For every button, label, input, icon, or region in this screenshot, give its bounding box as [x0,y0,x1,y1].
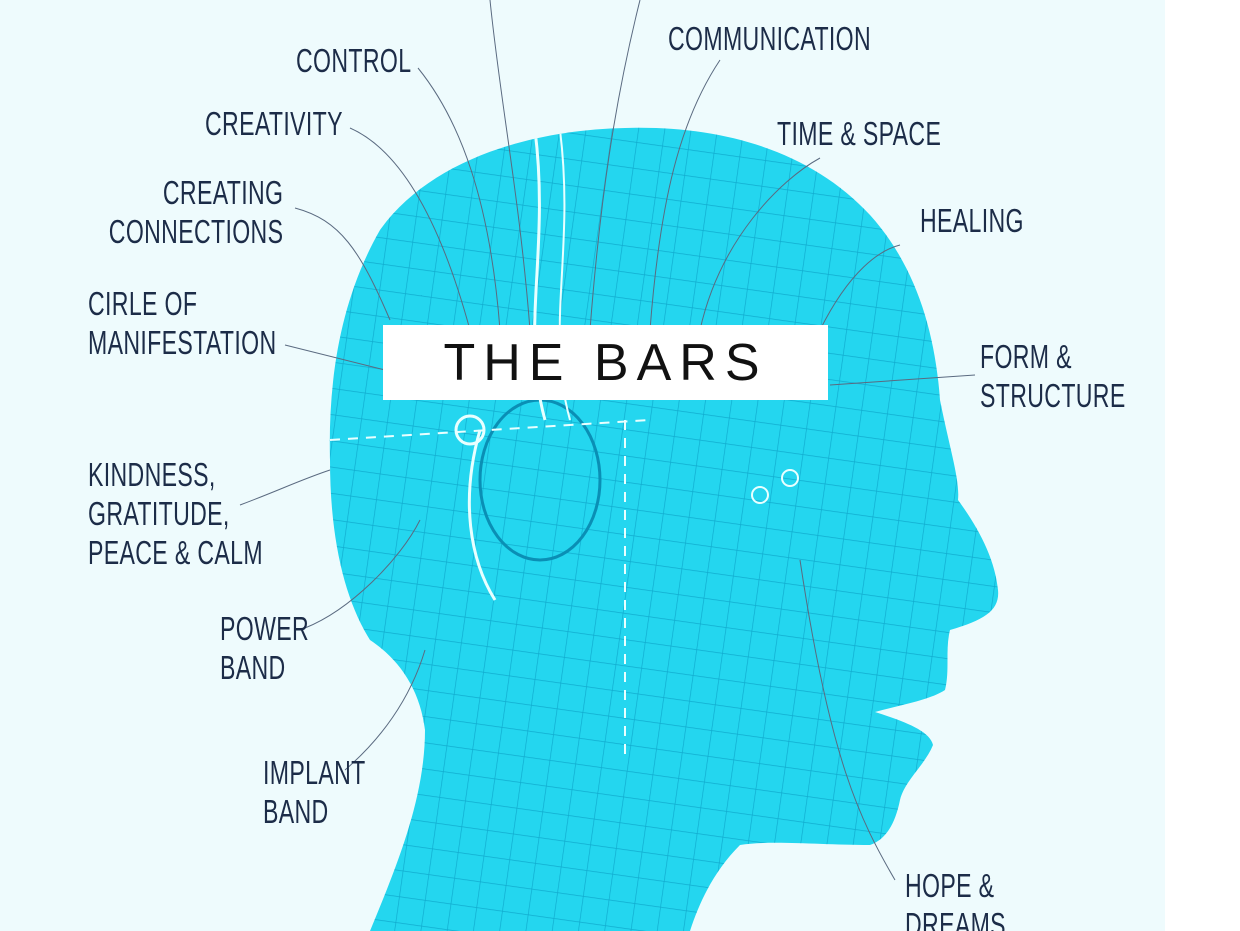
label-form-structure: FORM &STRUCTURE [980,337,1126,415]
label-line: HOPE & [905,867,995,904]
label-line: BAND [263,793,329,830]
label-hope-dreams: HOPE &DREAMS [905,866,1006,931]
label-line: POWER [220,610,310,647]
label-line: CIRLE OF [88,285,198,322]
label-line: KINDNESS, [88,456,216,493]
label-creativity: CREATIVITY [205,104,343,143]
label-line: CONNECTIONS [108,213,283,250]
label-healing: HEALING [920,201,1024,240]
label-line: BAND [220,649,286,686]
label-line: DREAMS [905,906,1006,931]
label-line: MANIFESTATION [88,324,277,361]
label-line: FORM & [980,338,1072,375]
diagram-title: THE BARS [443,333,768,392]
label-line: CREATING [162,174,283,211]
label-line: GRATITUDE, [88,495,230,532]
label-kindness: KINDNESS,GRATITUDE,PEACE & CALM [88,455,263,572]
label-communication-text: COMMUNICATION [668,20,872,57]
wireframe-grid [329,127,999,931]
label-healing-text: HEALING [920,202,1024,239]
label-control: CONTROL [296,41,411,80]
label-communication: COMMUNICATION [668,19,871,58]
label-line: STRUCTURE [980,377,1126,414]
title-box: THE BARS [383,325,828,400]
diagram-canvas: THE BARS CONTROL COMMUNICATION CREATIVIT… [0,0,1165,931]
label-creativity-text: CREATIVITY [205,105,343,142]
label-line: PEACE & CALM [88,534,263,571]
label-time-space: TIME & SPACE [777,114,941,153]
label-line: IMPLANT [263,754,366,791]
leader-lines [239,0,976,881]
label-control-text: CONTROL [296,42,412,79]
label-time-space-text: TIME & SPACE [777,115,942,152]
